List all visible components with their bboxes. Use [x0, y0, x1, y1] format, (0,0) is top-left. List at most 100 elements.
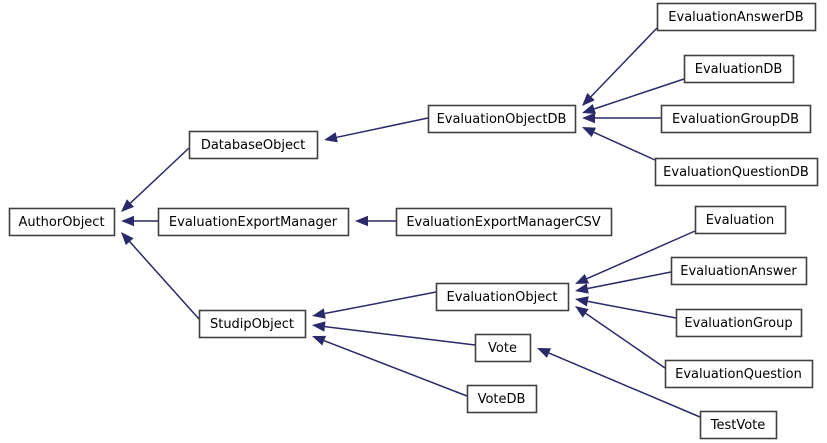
class-node-evaluation[interactable]: Evaluation [694, 205, 787, 235]
class-node-label: EvaluationExportManager [169, 215, 338, 230]
edge-arrowhead-icon [537, 348, 551, 358]
inheritance-edge [324, 117, 429, 143]
inheritance-edge [537, 348, 701, 418]
edge-arrowhead-icon [575, 306, 589, 318]
edge-arrowhead-icon [355, 215, 368, 227]
inheritance-edge [312, 335, 468, 397]
class-node-label: EvaluationObject [447, 290, 558, 305]
edge-arrowhead-icon [312, 335, 327, 346]
class-node-box[interactable] [427, 104, 577, 134]
class-node-label: EvaluationDB [695, 62, 783, 77]
class-node-box[interactable] [395, 207, 613, 237]
inheritance-edge [575, 296, 677, 319]
edge-arrowhead-icon [324, 132, 338, 143]
class-node-label: AuthorObject [18, 215, 104, 230]
class-node-label: EvaluationObjectDB [437, 112, 567, 127]
class-node-box[interactable] [8, 207, 116, 237]
class-node-evaluationanswerdb[interactable]: EvaluationAnswerDB [656, 2, 817, 32]
nodes-layer: AuthorObject DatabaseObjectEvaluationExpo… [8, 2, 819, 440]
class-node-evaluationanswer[interactable]: EvaluationAnswer [670, 256, 808, 286]
class-node-box[interactable] [157, 207, 350, 237]
edge-line [594, 78, 685, 110]
inheritance-edge [582, 27, 658, 106]
class-node-box[interactable] [664, 359, 814, 389]
class-node-evaluationdb[interactable]: EvaluationDB [683, 54, 795, 84]
inheritance-edge [121, 147, 190, 212]
edge-line [593, 131, 656, 161]
class-node-testvote[interactable]: TestVote [699, 410, 778, 440]
class-node-box[interactable] [660, 104, 812, 134]
edge-line [586, 230, 696, 280]
class-node-label: DatabaseObject [201, 138, 305, 153]
inheritance-edge [355, 215, 396, 227]
class-node-label: EvaluationAnswer [680, 264, 797, 279]
edge-arrowhead-icon [121, 199, 135, 212]
class-node-label: EvaluationGroupDB [672, 112, 799, 127]
class-node-evaluationgroup[interactable]: EvaluationGroup [675, 308, 803, 338]
class-node-evaluationgroupdb[interactable]: EvaluationGroupDB [660, 104, 812, 134]
edge-arrowhead-icon [312, 308, 326, 319]
class-node-studipobject[interactable]: StudipObject [198, 309, 307, 339]
edge-line [585, 312, 666, 369]
class-node-box[interactable] [670, 256, 808, 286]
inheritance-edge [575, 230, 696, 284]
edge-line [548, 352, 701, 418]
class-node-box[interactable] [683, 54, 795, 84]
class-node-authorobject[interactable]: AuthorObject [8, 207, 116, 237]
edge-line [129, 147, 190, 204]
class-node-box[interactable] [699, 410, 778, 440]
class-node-label: TestVote [710, 418, 766, 433]
class-node-label: VoteDB [478, 392, 526, 407]
class-node-label: EvaluationExportManagerCSV [406, 215, 600, 230]
edge-line [324, 325, 476, 346]
class-node-box[interactable] [656, 2, 817, 32]
class-node-box[interactable] [198, 309, 307, 339]
inheritance-edge [575, 271, 672, 294]
edge-arrowhead-icon [575, 296, 589, 307]
edge-arrowhead-icon [312, 321, 326, 332]
class-node-label: EvaluationQuestionDB [663, 165, 809, 180]
edge-line [129, 241, 200, 320]
class-node-evaluationobject[interactable]: EvaluationObject [435, 282, 570, 312]
inheritance-edge [312, 321, 476, 346]
class-node-evaluationquestion[interactable]: EvaluationQuestion [664, 359, 814, 389]
edge-line [324, 291, 437, 315]
inheritance-edge [575, 306, 666, 369]
edges-layer [121, 27, 701, 418]
class-node-label: Vote [488, 341, 517, 356]
class-node-label: EvaluationGroup [684, 316, 792, 331]
class-node-box[interactable] [466, 384, 538, 414]
edge-line [587, 271, 672, 290]
edge-arrowhead-icon [121, 232, 134, 246]
inheritance-edge [121, 232, 200, 320]
inheritance-edge [312, 291, 437, 319]
edge-arrowhead-icon [575, 273, 589, 284]
edge-arrowhead-icon [121, 215, 134, 227]
class-node-databaseobject[interactable]: DatabaseObject [188, 130, 319, 160]
inheritance-edge [582, 112, 661, 124]
class-node-evaluationexportmanagercsv[interactable]: EvaluationExportManagerCSV [395, 207, 613, 237]
class-node-votedb[interactable]: VoteDB [466, 384, 538, 414]
edge-arrowhead-icon [575, 283, 589, 294]
class-node-label: EvaluationAnswerDB [668, 10, 803, 25]
class-node-vote[interactable]: Vote [474, 333, 532, 363]
class-node-evaluationexportmanager[interactable]: EvaluationExportManager [157, 207, 350, 237]
class-node-box[interactable] [694, 205, 787, 235]
edge-arrowhead-icon [582, 112, 595, 124]
class-node-label: EvaluationQuestion [675, 367, 802, 382]
class-node-box[interactable] [675, 308, 803, 338]
edge-arrowhead-icon [582, 93, 595, 106]
edge-line [590, 27, 658, 98]
class-node-evaluationobjectdb[interactable]: EvaluationObjectDB [427, 104, 577, 134]
class-node-label: StudipObject [210, 317, 294, 332]
inheritance-edge [121, 215, 158, 227]
class-node-evaluationquestiondb[interactable]: EvaluationQuestionDB [654, 157, 819, 187]
edge-arrowhead-icon [582, 127, 596, 138]
edge-arrowhead-icon [582, 103, 596, 114]
class-node-box[interactable] [654, 157, 819, 187]
class-node-box[interactable] [474, 333, 532, 363]
inheritance-edge [582, 127, 656, 161]
class-node-box[interactable] [188, 130, 319, 160]
class-node-box[interactable] [435, 282, 570, 312]
